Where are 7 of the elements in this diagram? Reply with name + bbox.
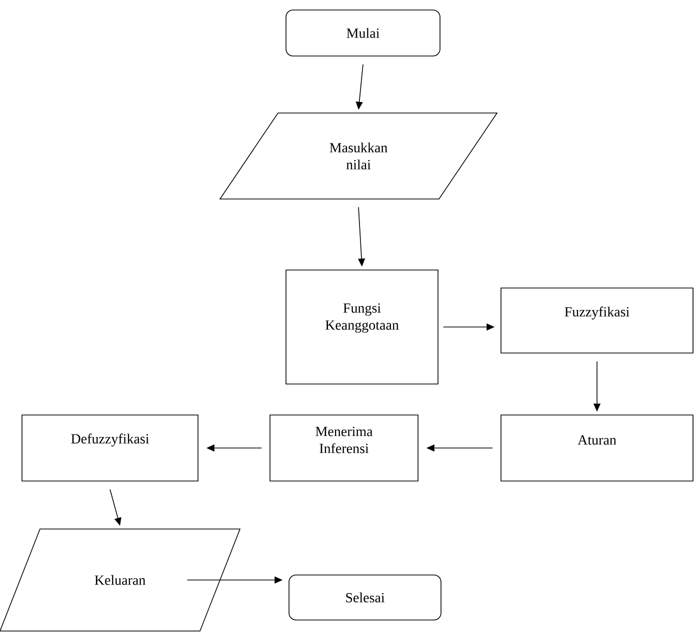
- terminal-box: Mulai: [286, 10, 440, 56]
- process-box: Aturan: [500, 414, 694, 482]
- process-box: Fuzzyfikasi: [500, 288, 694, 354]
- process-box: Menerima Inferensi: [270, 414, 418, 482]
- terminal-box: Selesai: [288, 574, 442, 620]
- process-box: Fungsi Keanggotaan: [286, 270, 438, 384]
- process-box: Defuzzyfikasi: [22, 414, 198, 482]
